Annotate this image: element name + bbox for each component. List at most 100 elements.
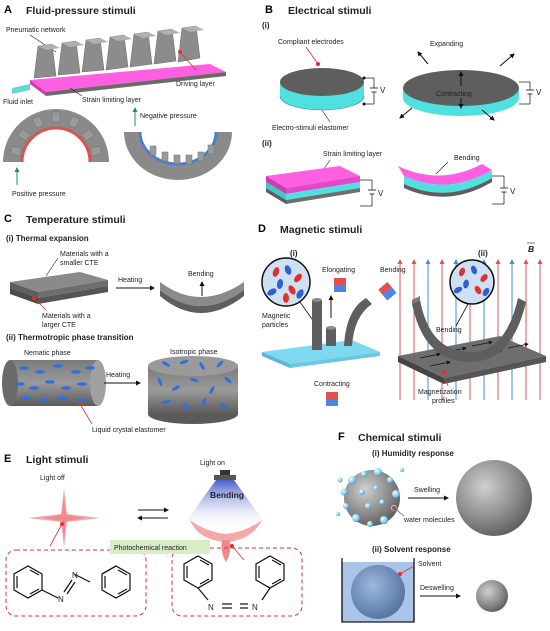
fluid-inlet-tube <box>12 84 30 94</box>
contracting-label-d: Contracting <box>314 381 350 388</box>
magnetization-profiles-label-1: Magnetization <box>418 389 462 396</box>
voltage-label: V <box>510 187 516 196</box>
nitrogen-label: N <box>208 603 214 612</box>
smaller-cte-label-1: Materials with a <box>60 251 109 258</box>
strain-limiting-label: Strain limiting layer <box>82 97 142 104</box>
panel-c-sub-ii: (ii) Thermotropic phase transition <box>6 333 134 342</box>
heating-label-2: Heating <box>106 372 130 379</box>
panel-c-sub-i: (i) Thermal expansion <box>6 234 89 243</box>
swelling-label: Swelling <box>414 487 440 494</box>
driving-layer-base <box>30 64 226 92</box>
panel-e-letter: E <box>4 453 11 465</box>
bimetal-strip <box>10 272 108 304</box>
cis-azobenzene-box <box>171 547 303 617</box>
panel-b: B Electrical stimuli (i) Compliant elect… <box>262 4 542 207</box>
smaller-cte-label-2: smaller CTE <box>60 260 99 267</box>
bending-label-b: Bending <box>454 155 480 162</box>
panel-f-letter: F <box>338 431 345 443</box>
bending-label-e: Bending <box>210 490 244 500</box>
nematic-cylinder <box>2 360 106 406</box>
bilayer-bent <box>398 164 492 197</box>
u-bend-sheet <box>412 296 526 362</box>
field-b-label: B <box>528 244 534 254</box>
isotropic-cylinder <box>148 356 238 424</box>
cis-azobenzene-structure <box>183 555 285 609</box>
trans-azobenzene-structure <box>13 565 131 599</box>
magnet-south <box>334 285 346 292</box>
expanding-label: Expanding <box>430 41 463 48</box>
panel-d-sub-i: (i) <box>290 249 298 258</box>
larger-cte-label-2: larger CTE <box>42 322 76 329</box>
panel-f-sub-ii: (ii) Solvent response <box>372 545 451 554</box>
isotropic-phase-label: Isotropic phase <box>170 349 218 356</box>
panel-c-letter: C <box>4 213 12 225</box>
deswelled-sphere <box>476 580 508 612</box>
nematic-phase-label: Nematic phase <box>24 350 71 357</box>
humidity-sphere-large <box>456 460 532 536</box>
panel-a-title: Fluid-pressure stimuli <box>26 5 136 17</box>
leader-line <box>69 87 83 97</box>
driving-layer-label: Driving layer <box>176 81 216 88</box>
negative-pressure-actuator <box>124 131 232 180</box>
particles-zoom-2 <box>449 259 495 305</box>
voltage-label: V <box>378 189 384 198</box>
reaction-badge <box>110 540 210 554</box>
flat-star-actuator <box>28 488 100 548</box>
humidity-sphere-small <box>336 468 404 527</box>
trans-azobenzene-box <box>5 549 147 617</box>
magnet-north <box>334 278 346 285</box>
bimetal-bent <box>160 282 244 313</box>
pneumatic-actuator <box>12 25 226 96</box>
voltage-label: V <box>536 88 542 97</box>
liquid-crystal-elastomer-label: Liquid crystal elastomer <box>92 427 166 434</box>
negative-pressure-label: Negative pressure <box>140 113 197 120</box>
heating-label-1: Heating <box>118 277 142 284</box>
panel-d-letter: D <box>258 223 266 235</box>
light-off-label: Light off <box>40 475 65 482</box>
fluid-inlet-label: Fluid inlet <box>3 99 33 106</box>
particles-zoom-1 <box>261 257 311 307</box>
panel-b-letter: B <box>265 4 273 16</box>
light-cone <box>180 480 270 530</box>
leader-line <box>435 161 449 175</box>
lamp-icon <box>220 470 230 475</box>
magnetic-particles-label-1: Magnetic <box>262 313 291 320</box>
panel-c: C Temperature stimuli (i) Thermal expans… <box>2 213 244 434</box>
magnetization-profiles-label-2: profiles <box>432 398 455 405</box>
magnet-south <box>326 399 338 406</box>
tilted-magnet <box>378 282 397 301</box>
water-molecules-label: water molecules <box>403 517 455 524</box>
photochemical-reaction-label: Photochemical reaction <box>114 545 187 552</box>
larger-cte-label-1: Materials with a <box>42 313 91 320</box>
leader-line <box>33 297 47 311</box>
panel-d: D Magnetic stimuli (i) (ii) Magnetic par… <box>258 223 546 406</box>
curled-star-actuator <box>190 520 262 562</box>
panel-e-title: Light stimuli <box>26 454 88 466</box>
panel-b-sub-i: (i) <box>262 21 270 30</box>
bending-label-d1: Bending <box>380 267 406 274</box>
positive-pressure-label: Positive pressure <box>12 191 66 198</box>
nitrogen-label: N <box>252 603 258 612</box>
leader-line <box>45 257 59 277</box>
bilayer-flat <box>266 166 360 204</box>
panel-b-sub-ii: (ii) <box>262 139 272 148</box>
voltage-label: V <box>380 86 386 95</box>
deswelling-label: Deswelling <box>420 585 454 592</box>
panel-d-title: Magnetic stimuli <box>280 224 362 236</box>
panel-f-sub-i: (i) Humidity response <box>372 449 454 458</box>
magnetic-particles-label-2: particles <box>262 322 289 329</box>
panel-f-title: Chemical stimuli <box>358 432 442 444</box>
panel-a-letter: A <box>4 4 12 16</box>
positive-pressure-actuator <box>3 109 109 163</box>
light-on-label: Light on <box>200 460 225 467</box>
panel-b-title: Electrical stimuli <box>288 5 372 17</box>
contracting-label-b: Contracting <box>436 91 472 98</box>
solvent-beaker <box>341 558 415 623</box>
strain-limiting-label-b: Strain limiting layer <box>323 151 383 158</box>
compliant-electrodes-label: Compliant electrodes <box>278 39 344 46</box>
panel-d-sub-ii: (ii) <box>478 249 488 258</box>
leader-line <box>79 403 93 425</box>
panel-a: A Fluid-pressure stimuli Pneumatic netwo… <box>3 4 232 198</box>
panel-f: F Chemical stimuli (i) Humidity response <box>336 431 532 623</box>
